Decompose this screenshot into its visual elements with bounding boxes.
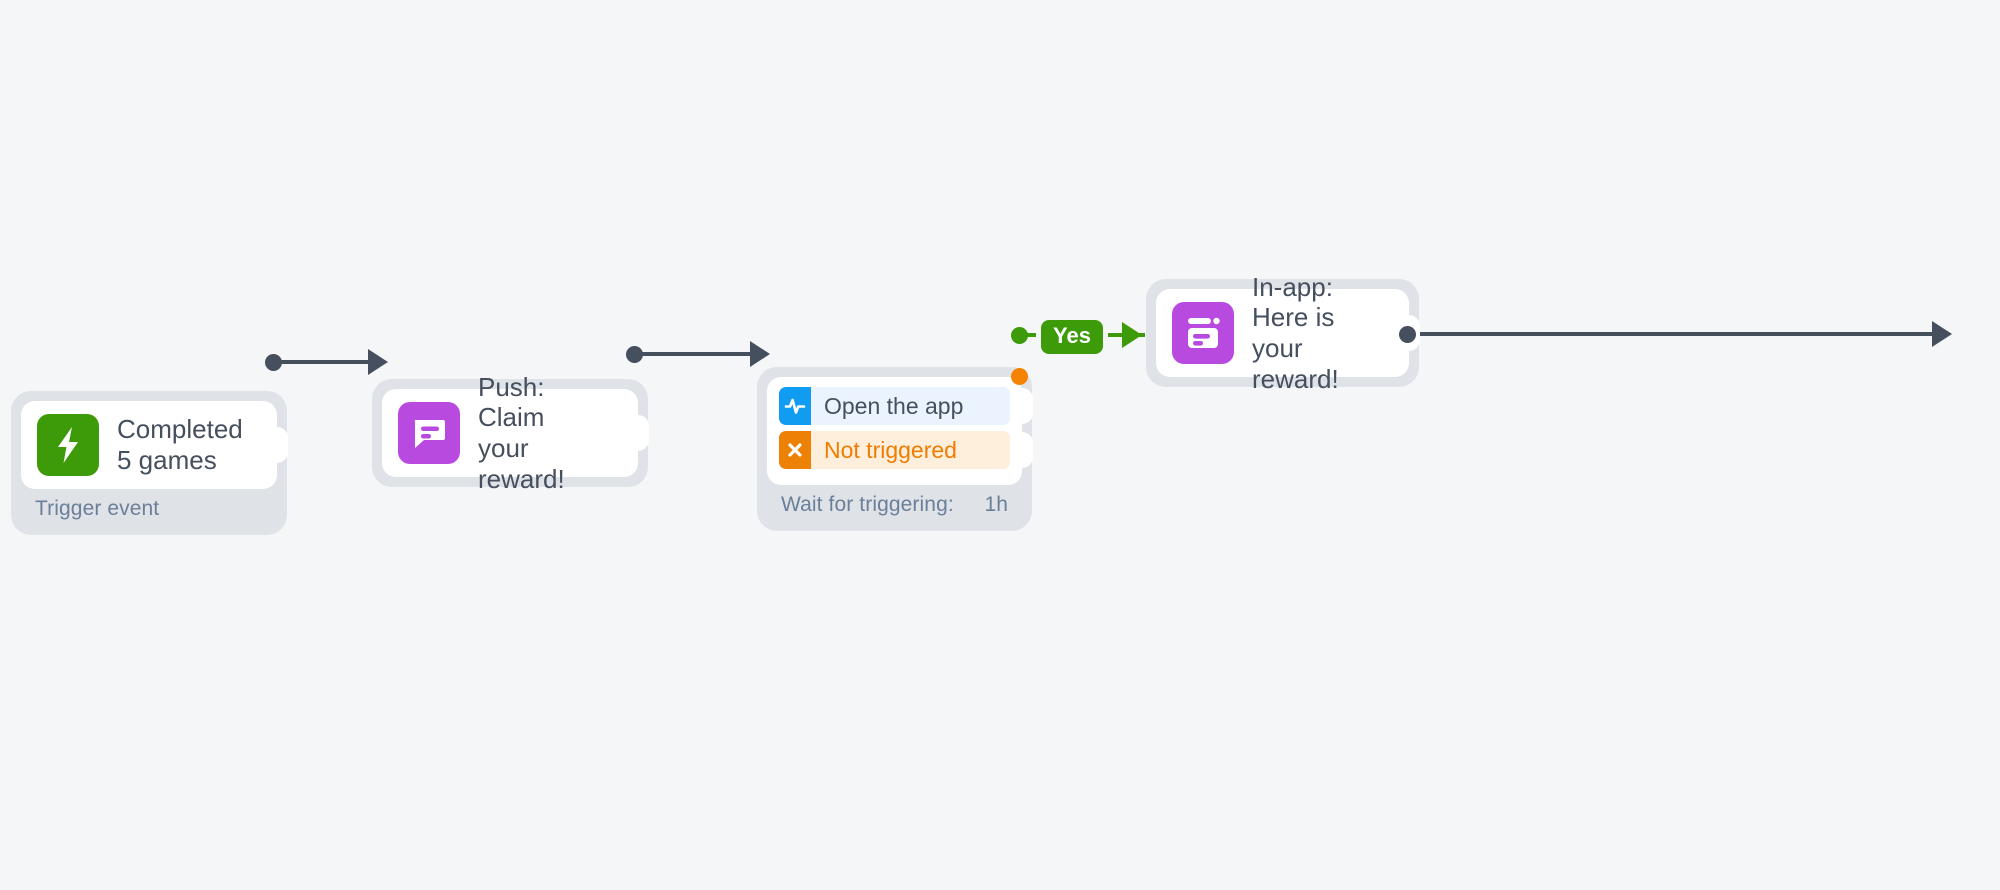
- wait-yes-output-notch: [1011, 388, 1033, 424]
- wait-footer-label: Wait for triggering:: [781, 493, 954, 516]
- edge-yes-to-inapp: [1088, 333, 1145, 337]
- inapp-card[interactable]: In-app: Here is your reward!: [1156, 272, 1420, 394]
- flow-node-inapp[interactable]: In-app: Here is your reward!: [1146, 272, 1420, 394]
- lightning-bolt-icon: [37, 414, 99, 476]
- close-x-icon: [779, 431, 811, 469]
- in-app-message-icon: [1172, 302, 1234, 364]
- edge-inapp-to-next-arrowhead: [1932, 321, 1952, 347]
- edge-push-to-wait: [641, 352, 752, 356]
- edge-yes-to-inapp-arrowhead: [1122, 322, 1142, 348]
- trigger-output-dot[interactable]: [265, 354, 282, 371]
- flow-node-wait[interactable]: Open the app Not triggered Wait for trig…: [757, 367, 1033, 531]
- inapp-title: In-app: Here is your reward!: [1252, 271, 1339, 394]
- flow-node-push[interactable]: Push: Claim your reward!: [372, 372, 649, 494]
- wait-footer: Wait for triggering: 1h: [767, 485, 1022, 521]
- trigger-title: Completed 5 games: [117, 414, 243, 475]
- edge-trigger-to-push-arrowhead: [368, 349, 388, 375]
- wait-card[interactable]: Open the app Not triggered: [767, 377, 1033, 485]
- wait-footer-value: 1h: [984, 493, 1008, 516]
- push-output-dot[interactable]: [626, 346, 643, 363]
- wait-yes-output-dot[interactable]: [1011, 327, 1028, 344]
- push-output-notch: [627, 415, 649, 451]
- edge-trigger-to-push: [280, 360, 372, 364]
- inapp-output-dot[interactable]: [1399, 326, 1416, 343]
- condition-row-not-triggered[interactable]: Not triggered: [779, 431, 1010, 469]
- trigger-output-notch: [266, 427, 288, 463]
- wait-no-output-dot[interactable]: [1011, 368, 1028, 385]
- edge-wait-yes-stub: [1026, 333, 1048, 337]
- trigger-footer: Trigger event: [21, 489, 277, 525]
- activity-pulse-icon: [779, 387, 811, 425]
- trigger-footer-label: Trigger event: [35, 497, 160, 520]
- push-message-icon: [398, 402, 460, 464]
- condition-row-open-the-app[interactable]: Open the app: [779, 387, 1010, 425]
- condition-label-not-triggered: Not triggered: [824, 436, 957, 463]
- push-title: Push: Claim your reward!: [478, 371, 565, 494]
- branch-badge-yes[interactable]: Yes: [1041, 320, 1103, 355]
- edge-inapp-to-next: [1414, 332, 1936, 336]
- push-card[interactable]: Push: Claim your reward!: [382, 372, 649, 494]
- wait-no-output-notch: [1011, 432, 1033, 468]
- flow-node-trigger[interactable]: Completed 5 games Trigger event: [11, 391, 288, 535]
- condition-label-open-the-app: Open the app: [824, 392, 964, 419]
- edge-push-to-wait-arrowhead: [750, 341, 770, 367]
- trigger-card[interactable]: Completed 5 games: [21, 401, 288, 489]
